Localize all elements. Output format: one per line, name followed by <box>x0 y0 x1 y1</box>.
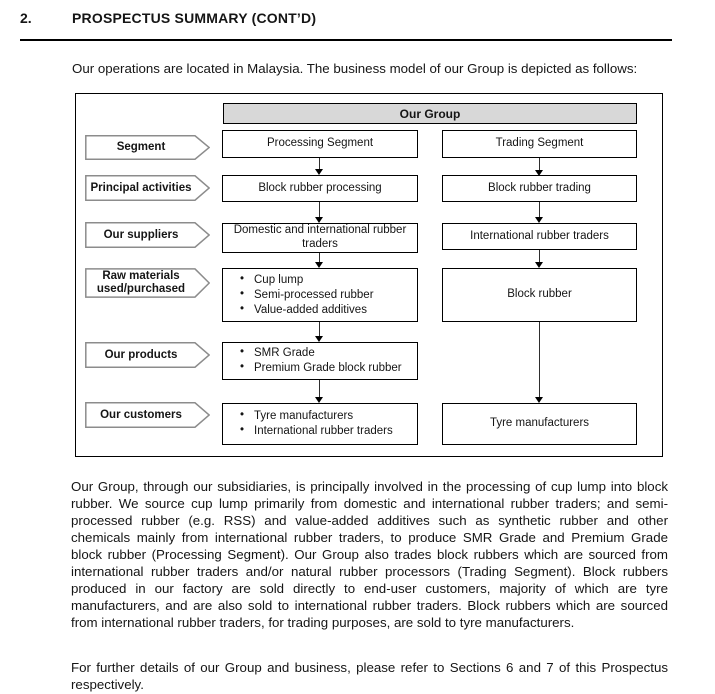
row-label-text: Our products <box>104 348 178 361</box>
row-label-our-products: Our products <box>85 342 210 368</box>
down-arrow-icon <box>534 202 545 223</box>
customers-list: Tyre manufacturers International rubber … <box>240 408 393 439</box>
down-arrow-icon <box>314 202 325 223</box>
row-label-text: Segment <box>116 141 166 154</box>
cell-trading-segment: Trading Segment <box>442 130 637 158</box>
down-arrow-icon <box>314 253 325 268</box>
list-item: Premium Grade block rubber <box>240 360 402 376</box>
pointer-shape-icon <box>85 135 210 160</box>
our-group-box: Our Group <box>223 103 637 124</box>
cell-block-rubber-trading: Block rubber trading <box>442 175 637 202</box>
row-label-text: Principal activities <box>90 181 192 194</box>
header-divider <box>20 39 672 41</box>
down-arrow-icon <box>534 322 545 403</box>
pointer-shape-icon <box>85 402 210 428</box>
down-arrow-icon <box>534 250 545 268</box>
pointer-shape-icon <box>85 175 210 201</box>
down-arrow-icon <box>314 322 325 342</box>
cell-customers-list: Tyre manufacturers International rubber … <box>222 403 418 445</box>
down-arrow-icon <box>314 380 325 403</box>
raw-materials-list: Cup lump Semi-processed rubber Value-add… <box>240 272 374 318</box>
list-item: Value-added additives <box>240 302 374 318</box>
cell-processing-segment: Processing Segment <box>222 130 418 158</box>
business-model-diagram: Our Group Segment Principal activities O… <box>75 93 663 457</box>
row-label-raw-materials: Raw materials used/purchased <box>85 268 210 298</box>
diagram-frame <box>75 93 663 457</box>
cell-block-rubber-processing: Block rubber processing <box>222 175 418 202</box>
cell-tyre-manufacturers: Tyre manufacturers <box>442 403 637 445</box>
pointer-shape-icon <box>85 222 210 248</box>
intro-paragraph: Our operations are located in Malaysia. … <box>72 61 638 76</box>
pointer-shape-icon <box>85 342 210 368</box>
cell-products-list: SMR Grade Premium Grade block rubber <box>222 342 418 380</box>
closing-paragraph: For further details of our Group and bus… <box>71 660 668 692</box>
row-label-text: Our customers <box>100 408 182 421</box>
cell-block-rubber: Block rubber <box>442 268 637 322</box>
cell-domestic-international-traders: Domestic and international rubber trader… <box>222 223 418 253</box>
row-label-text: Our suppliers <box>103 228 179 241</box>
list-item: Semi-processed rubber <box>240 287 374 303</box>
list-item: Cup lump <box>240 272 374 288</box>
down-arrow-icon <box>534 158 545 176</box>
cell-international-rubber-traders: International rubber traders <box>442 223 637 250</box>
cell-raw-materials-list: Cup lump Semi-processed rubber Value-add… <box>222 268 418 322</box>
list-item: Tyre manufacturers <box>240 408 393 424</box>
row-label-our-suppliers: Our suppliers <box>85 222 210 248</box>
row-label-our-customers: Our customers <box>85 402 210 428</box>
body-paragraph: Our Group, through our subsidiaries, is … <box>71 479 668 630</box>
page-title: PROSPECTUS SUMMARY (CONT’D) <box>72 10 317 26</box>
list-item: International rubber traders <box>240 423 393 439</box>
products-list: SMR Grade Premium Grade block rubber <box>240 345 402 376</box>
list-item: SMR Grade <box>240 345 402 361</box>
row-label-segment: Segment <box>85 135 210 160</box>
down-arrow-icon <box>314 158 325 175</box>
section-number: 2. <box>20 10 32 26</box>
row-label-text: Raw materials used/purchased <box>96 270 186 295</box>
row-label-principal-activities: Principal activities <box>85 175 210 201</box>
pointer-shape-icon <box>85 268 210 298</box>
